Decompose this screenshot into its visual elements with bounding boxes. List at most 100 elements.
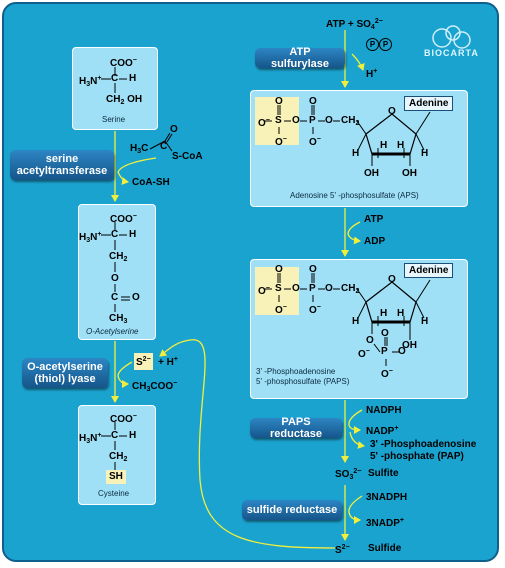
paps-label-2: 5' -phosphosulfate (PAPS) [256,377,350,386]
aps-adenine-tag: Adenine [404,96,454,111]
paps-s: S [275,283,282,294]
enzyme-oas-thiol-lyase[interactable]: O-acetylserine (thiol) lyase [22,358,108,388]
paps-o-top2: O [309,264,317,275]
aps-h2: H [421,148,429,159]
oas-ch2: CH2 [109,251,128,263]
enzyme-label-line2: (thiol) lyase [34,373,96,385]
arrow-atp-adp [347,221,361,245]
paps-o4: O [398,346,406,357]
cys-h: H [129,430,137,441]
paps-o-minus: O− [258,285,270,297]
serine-c: C [111,73,119,84]
paps-o2: O [325,283,333,294]
oas-nh3: H3N+ [79,231,102,244]
arrow-acetylcoa [117,157,157,185]
h-plus: H+ [366,68,378,80]
paps-h2: H [421,316,429,327]
arrow-sulfide-recycle [159,339,336,549]
paps-o-top1: O [275,264,283,275]
paps-oh: OH [402,340,417,351]
enzyme-label: PAPS reductase [270,416,322,440]
paps-o3: O [366,335,374,346]
oas-cooh: COO− [110,213,137,225]
oas-o2: O [132,292,140,303]
oas-h: H [129,229,137,240]
acetate: CH3COO− [132,380,178,393]
sulfite-formula: SO32− [335,468,362,481]
sulfite-label: Sulfite [368,468,399,479]
logo-text: BIOCARTA [424,48,479,58]
cysteine-box [78,405,156,505]
enzyme-serine-acetyltransferase[interactable]: serine acetyltransferase [10,150,114,180]
aps-o2: O [325,115,333,126]
arrow-nadph [348,409,363,434]
cysteine-label: Cysteine [98,489,130,498]
serine-nh3: H3N+ [79,75,102,88]
arrow-pap [349,431,365,449]
paps-ring-o: O [388,274,396,285]
paps-o1: O [292,283,300,294]
oas-ch3: CH3 [109,313,128,325]
aps-oh1: OH [364,168,379,179]
enzyme-label-line1: O-acetylserine [27,361,103,373]
arrow-3nadph [348,495,363,524]
aps-s: S [275,115,282,126]
cys-cooh: COO− [110,413,137,425]
aps-o-top2: O [309,96,317,107]
paps-op-o-minus: O− [358,348,370,360]
serine-label: Serine [102,115,126,124]
enzyme-sulfide-reductase[interactable]: sulfide reductase [242,500,342,520]
sulfide-label: Sulfide [368,543,402,554]
pap-line2: 5' -phosphate (PAP) [370,451,464,462]
paps-label-1: 3' -Phosphoadenosine [256,367,336,376]
aps-o-bot1: O− [275,136,287,148]
paps-adenine-tag: Adenine [404,263,454,278]
enzyme-label: ATP sulfurylase [270,46,330,70]
arrow-sulfide-in [117,361,133,388]
aps-h4: H [397,140,405,151]
arrow-h [351,53,365,71]
serine-ch2oh: CH2 OH [106,94,143,106]
paps-structure [265,273,431,366]
coa-sh: CoA-SH [132,177,170,188]
cysteine-structure [101,422,127,471]
aps-o1: O [292,115,300,126]
paps-h4: H [397,308,405,319]
three-nadph: 3NADPH [366,492,408,503]
aps-h1: H [352,148,360,159]
nadph: NADPH [366,405,402,416]
three-nadp: 3NADP+ [366,517,404,529]
aps-label: Adenosine 5' -phosphosulfate (APS) [290,191,419,200]
oas-o: O [111,273,119,284]
sulfide-formula: S2− [335,544,350,556]
enzyme-label-line2: acetyltransferase [16,165,108,177]
paps-o-bot2: O− [309,304,321,316]
oas-c: C [111,229,119,240]
acetylcoa-h3c: H3C [130,143,149,155]
o-acetylserine-box [78,204,156,340]
cys-nh3: H3N+ [79,432,102,445]
paps-o5: O [381,328,389,339]
acetylcoa-c: C [160,141,168,152]
enzyme-label: sulfide reductase [246,504,338,516]
cys-c: C [111,430,119,441]
oas-structure [101,222,130,312]
aps-sulfate-highlight [255,97,299,145]
atp-so4: ATP + SO42− [326,18,383,31]
aps-p: P [309,115,316,126]
cys-sh-badge: SH [106,470,126,484]
paps-p: P [309,283,316,294]
paps-o6: O− [381,368,393,380]
enzyme-label-line1: serine [45,153,79,165]
sulfide-ion-badge: S2− [134,353,153,370]
enzyme-paps-reductase[interactable]: PAPS reductase [250,416,342,440]
logo-icon [432,25,471,49]
acetylcoa-scoa: S-CoA [172,151,203,162]
acetylcoa-o: O [170,124,178,135]
adp-cofactor: ADP [364,236,386,247]
enzyme-atp-sulfurylase[interactable]: ATP sulfurylase [255,46,345,70]
aps-o-minus: O− [258,117,270,129]
s2-plus-h: + H+ [158,356,178,368]
